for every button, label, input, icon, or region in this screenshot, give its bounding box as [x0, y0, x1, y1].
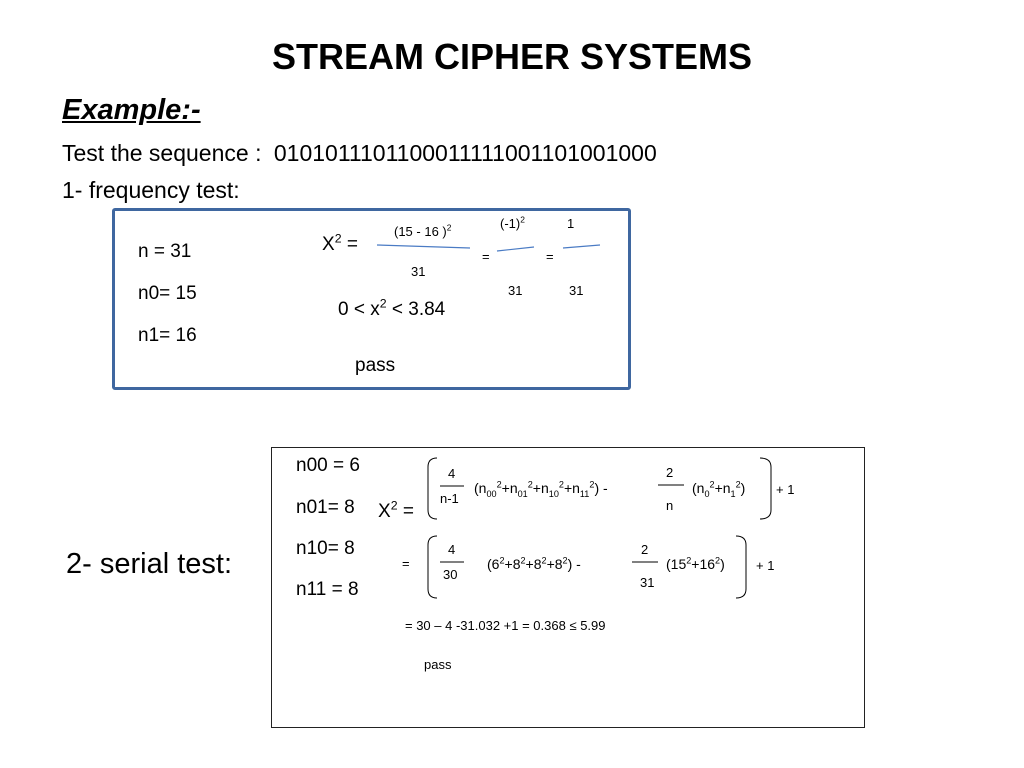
serial-plus-one: + 1 — [776, 482, 795, 497]
freq-denominator-2: 31 — [508, 283, 523, 298]
serial-equals-row2: = — [402, 556, 410, 571]
freq-fraction-line-3 — [562, 244, 601, 249]
freq-equals-1: = — [482, 249, 490, 264]
sequence-label: Test the sequence : — [62, 140, 262, 166]
freq-numerator-3: 1 — [567, 216, 575, 231]
serial-n10: n10= 8 — [296, 538, 355, 559]
freq-n1: n1= 16 — [138, 325, 197, 346]
serial-right-bracket-row2 — [735, 535, 747, 599]
serial-frac2-denominator: n — [666, 498, 674, 513]
serial-right-bracket-row1 — [759, 457, 772, 520]
serial-chi-square-label: X2 = — [378, 498, 414, 522]
serial-result: pass — [424, 657, 452, 672]
frequency-test-box — [112, 208, 631, 390]
freq-numerator-1: (15 - 16 )2 — [394, 222, 452, 239]
freq-n0: n0= 15 — [138, 283, 197, 304]
serial-frac3-numerator: 4 — [448, 542, 456, 557]
freq-numerator-2: (-1)2 — [500, 214, 525, 231]
frequency-test-heading: 1- frequency test: — [62, 177, 240, 203]
serial-frac1-numerator: 4 — [448, 466, 456, 481]
sequence-value: 0101011101100011111001101001000 — [273, 140, 657, 166]
freq-equals-2: = — [546, 249, 554, 264]
serial-sum-15-16: (152+162) — [666, 555, 725, 572]
serial-plus-one-row2: + 1 — [756, 558, 775, 573]
serial-frac3-denominator: 30 — [443, 567, 458, 582]
serial-left-bracket-row2 — [427, 535, 438, 599]
freq-denominator-1: 31 — [411, 264, 426, 279]
serial-computation: = 30 – 4 -31.032 +1 = 0.368 ≤ 5.99 — [405, 618, 606, 633]
serial-frac1-denominator: n-1 — [440, 491, 459, 506]
serial-sum-n0-n1: (n02+n12) — [692, 479, 746, 499]
serial-n01: n01= 8 — [296, 497, 355, 518]
serial-test-box — [271, 447, 865, 728]
freq-result: pass — [355, 355, 396, 376]
freq-chi-square-label: X2 = — [322, 231, 358, 255]
freq-range: 0 < x2 < 3.84 — [338, 296, 446, 320]
serial-frac2-numerator: 2 — [666, 465, 674, 480]
serial-sum-values: (62+82+82+82) - — [487, 555, 581, 572]
freq-fraction-line-1 — [376, 244, 471, 249]
example-heading: Example:- — [62, 94, 201, 126]
serial-sum-squares-n: (n002+n012+n102+n112) - — [474, 479, 608, 499]
serial-left-bracket-row1 — [427, 457, 438, 520]
serial-n00: n00 = 6 — [296, 455, 360, 476]
slide-title: STREAM CIPHER SYSTEMS — [271, 36, 753, 77]
freq-n: n = 31 — [138, 241, 192, 262]
serial-frac4-numerator: 2 — [641, 542, 649, 557]
freq-denominator-3: 31 — [569, 283, 584, 298]
serial-n11: n11 = 8 — [296, 579, 359, 600]
freq-fraction-line-2 — [496, 246, 535, 252]
serial-test-heading: 2- serial test: — [66, 548, 232, 580]
serial-frac4-denominator: 31 — [640, 575, 655, 590]
sequence-line: Test the sequence : 01010111011000111110… — [62, 140, 657, 167]
